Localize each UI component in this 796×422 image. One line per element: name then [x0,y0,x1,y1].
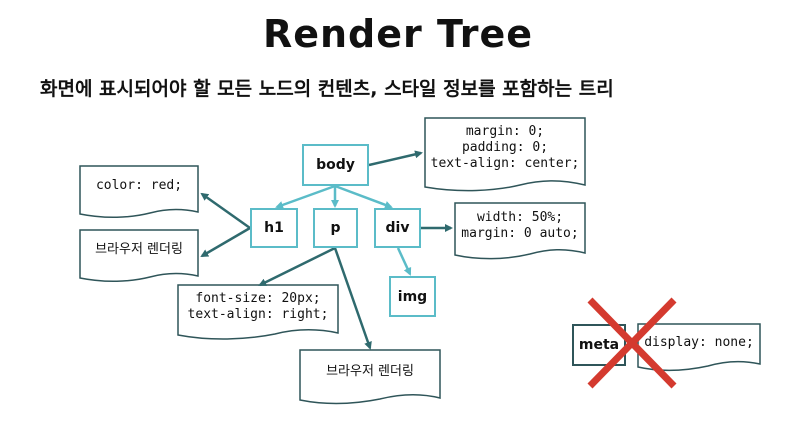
render-h1: 브라우저 렌더링 [95,242,183,257]
style-body: margin: 0; padding: 0; text-align: cente… [430,124,580,171]
style-meta: display: none; [644,335,754,350]
style-h1: color: red; [95,178,183,193]
style-p: font-size: 20px; text-align: right; [187,291,329,322]
render-p: 브라우저 렌더링 [326,364,414,379]
arrow-body-h1 [275,184,336,209]
node-h1: h1 [250,208,298,248]
arrow-div-img [396,247,412,276]
doc-shape-div-style [454,202,586,260]
style-div: width: 50%; margin: 0 auto; [461,210,579,241]
doc-shape-h1-style [79,165,199,219]
node-p: p [313,208,358,248]
arrow-h1-style [200,192,251,230]
node-img: img [389,276,436,317]
doc-shape-h1-render [79,229,199,283]
doc-shape-p-style [177,284,339,340]
arrow-h1-render [200,226,251,258]
arrow-body-style [368,150,423,167]
page-title: Render Tree [262,12,534,56]
doc-shape-p-render [299,349,441,405]
arrow-p-style [258,246,336,287]
arrow-p-render [333,247,372,350]
doc-shape-body-style [424,117,586,192]
arrow-body-div [334,184,393,209]
page-subtitle: 화면에 표시되어야 할 모든 노드의 컨텐츠, 스타일 정보를 포함하는 트리 [40,78,614,100]
node-div: div [374,208,421,248]
node-body: body [302,144,369,186]
